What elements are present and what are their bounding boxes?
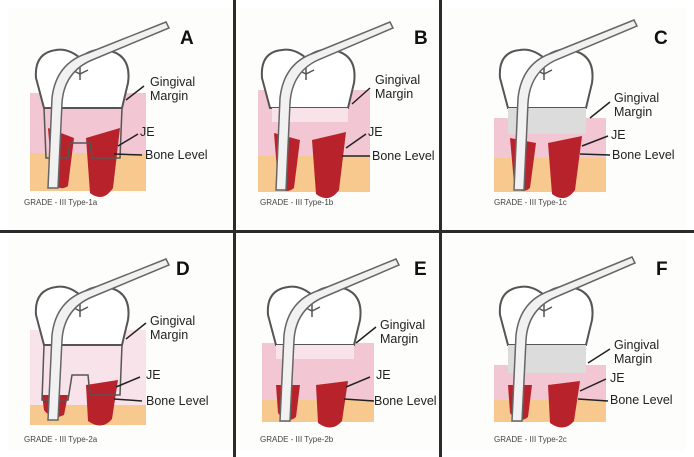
- panel-letter: D: [176, 259, 190, 281]
- panel-f: F Gingival Margin JE Bone Level GRADE - …: [442, 235, 686, 451]
- gingival-label: Gingival: [614, 339, 659, 352]
- bone-level-label: Bone Level: [372, 150, 435, 163]
- panel-d: D Gingival Margin JE Bone Level GRADE - …: [8, 235, 233, 451]
- bone-level-label: Bone Level: [145, 149, 208, 162]
- leader-gingival: [356, 327, 376, 343]
- panel-a: A Gingival Margin JE Bone Level GRADE - …: [8, 8, 233, 230]
- panel-caption: GRADE - III Type-1b: [260, 198, 333, 207]
- panel-caption: GRADE - III Type-1a: [24, 198, 97, 207]
- panel-letter: C: [654, 28, 668, 50]
- gingival-label: Gingival: [614, 92, 659, 105]
- margin-label: Margin: [614, 353, 652, 366]
- panel-letter: E: [414, 259, 427, 281]
- margin-label: Margin: [150, 329, 188, 342]
- tooth-illustration: [8, 8, 233, 230]
- leader-bone: [114, 154, 142, 155]
- tooth-illustration: [236, 8, 439, 230]
- leader-gingival: [588, 349, 610, 363]
- panel-letter: F: [656, 259, 668, 281]
- gingival-label: Gingival: [375, 74, 420, 87]
- je-label: JE: [610, 372, 625, 385]
- panel-caption: GRADE - III Type-2a: [24, 435, 97, 444]
- margin-label: Margin: [150, 90, 188, 103]
- bone-level-label: Bone Level: [612, 149, 675, 162]
- panel-b: B Gingival Margin JE Bone Level GRADE - …: [236, 8, 439, 230]
- panel-caption: GRADE - III Type-2b: [260, 435, 333, 444]
- margin-label: Margin: [375, 88, 413, 101]
- vertical-divider-2: [439, 0, 442, 457]
- vertical-divider-1: [233, 0, 236, 457]
- bone-level-label: Bone Level: [146, 395, 209, 408]
- je-label: JE: [376, 369, 391, 382]
- je-label: JE: [611, 129, 626, 142]
- margin-label: Margin: [380, 333, 418, 346]
- gingival-label: Gingival: [150, 76, 195, 89]
- je-label: JE: [146, 369, 161, 382]
- panel-caption: GRADE - III Type-1c: [494, 198, 567, 207]
- gingival-label: Gingival: [150, 315, 195, 328]
- bone-level-label: Bone Level: [610, 394, 673, 407]
- panel-letter: B: [414, 28, 428, 50]
- leader-bone: [580, 154, 610, 155]
- margin-label: Margin: [614, 106, 652, 119]
- panel-e: E Gingival Margin JE Bone Level GRADE - …: [236, 235, 439, 451]
- gingival-label: Gingival: [380, 319, 425, 332]
- horizontal-divider: [0, 230, 694, 233]
- je-label: JE: [140, 126, 155, 139]
- je-label: JE: [368, 126, 383, 139]
- tooth-illustration: [442, 8, 686, 230]
- panel-letter: A: [180, 28, 194, 50]
- panel-c: C Gingival Margin JE Bone Level GRADE - …: [442, 8, 686, 230]
- leader-gingival: [590, 102, 610, 118]
- panel-caption: GRADE - III Type-2c: [494, 435, 567, 444]
- bone-level-label: Bone Level: [374, 395, 437, 408]
- tooth-illustration: [8, 235, 233, 451]
